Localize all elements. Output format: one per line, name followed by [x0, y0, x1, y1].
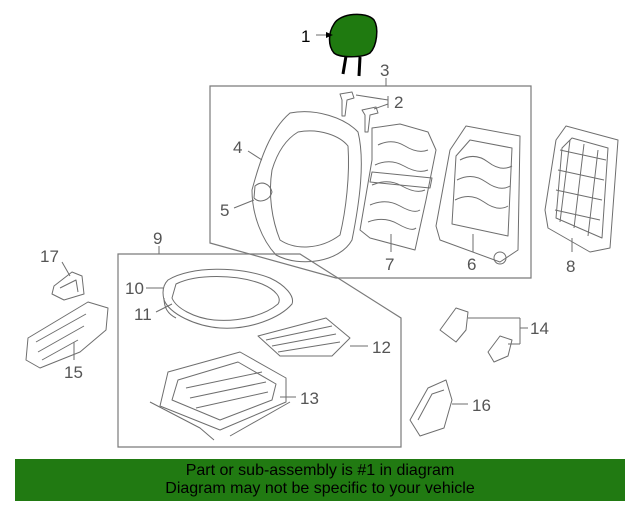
- leader-5: [233, 199, 255, 209]
- callout-14: 14: [530, 319, 549, 338]
- cushion-pad-part-12[interactable]: [257, 317, 351, 357]
- leader-4: [247, 150, 263, 161]
- side-cover-part-16[interactable]: [409, 379, 453, 437]
- back-panel-part-8[interactable]: [544, 125, 619, 253]
- callout-16: 16: [472, 396, 491, 415]
- callout-8: 8: [566, 257, 575, 276]
- seat-cushion-part-10[interactable]: [162, 268, 294, 329]
- callout-1: 1: [301, 27, 310, 46]
- leader-2: [355, 94, 389, 110]
- spring-frame-part-7[interactable]: [359, 123, 437, 251]
- banner-line-1: Part or sub-assembly is #1 in diagram: [185, 462, 455, 479]
- cushion-assembly-box: [117, 253, 402, 448]
- leader-14: [468, 317, 528, 345]
- callout-3: 3: [380, 61, 389, 80]
- banner-line-2: Diagram may not be specific to your vehi…: [165, 480, 475, 497]
- cover-part-17[interactable]: [51, 271, 85, 301]
- callout-4: 4: [233, 138, 242, 157]
- seatback-assembly-box: [209, 85, 532, 279]
- arrow-1: [326, 32, 333, 38]
- callout-7: 7: [385, 255, 394, 274]
- callout-10: 10: [125, 279, 144, 298]
- callout-15: 15: [64, 363, 83, 382]
- leader-17: [61, 261, 71, 277]
- callout-2: 2: [394, 93, 403, 112]
- side-shield-part-15[interactable]: [25, 301, 109, 369]
- callout-5: 5: [220, 201, 229, 220]
- callout-12: 12: [372, 338, 391, 357]
- callout-17: 17: [40, 247, 59, 266]
- leader-11: [155, 303, 173, 313]
- callout-13: 13: [300, 389, 319, 408]
- info-banner: Part or sub-assembly is #1 in diagram Di…: [15, 459, 625, 501]
- callout-6: 6: [467, 255, 476, 274]
- callout-9: 9: [153, 229, 162, 248]
- seatback-cushion-part-4[interactable]: [251, 111, 362, 263]
- headrest-part-1[interactable]: [328, 13, 378, 77]
- seatback-frame-part-6[interactable]: [435, 125, 521, 265]
- seat-track-part-13[interactable]: [149, 351, 291, 441]
- callout-11: 11: [134, 305, 152, 324]
- bracket-part-14[interactable]: [439, 307, 513, 363]
